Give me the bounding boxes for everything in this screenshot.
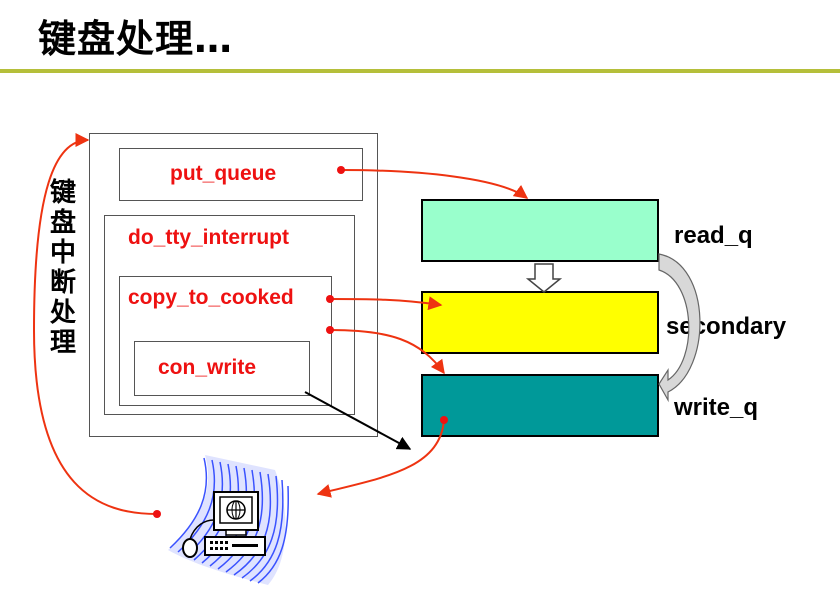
put-queue-dot (337, 166, 345, 174)
copy-to-cooked-box (119, 276, 332, 406)
side-char: 键 (49, 178, 76, 208)
write-q-label: write_q (674, 394, 759, 421)
interrupt-loop-arrow (32, 133, 158, 515)
con-write-to-screen-arrow (304, 391, 412, 450)
interrupt-loop-dot (153, 510, 161, 518)
side-char: 处 (49, 298, 76, 328)
side-char: 理 (49, 328, 76, 358)
do-tty-interrupt-box (104, 215, 355, 415)
title-divider (0, 69, 840, 73)
read-q-to-secondary-arrow (525, 263, 563, 293)
keyboard-interrupt-label: 键 盘 中 断 处 理 (46, 178, 80, 358)
read-q-to-write-q-curved-arrow (658, 253, 701, 403)
write-q-to-computer-arrow (316, 419, 445, 498)
copy-to-cooked-dot-1 (326, 295, 334, 303)
con-write-box (134, 341, 310, 396)
computer-terminal-icon (168, 455, 289, 585)
side-char: 断 (49, 268, 76, 298)
side-char: 中 (49, 238, 76, 268)
copy-to-cooked-label: copy_to_cooked (128, 286, 294, 309)
put-queue-box (119, 148, 363, 201)
put-queue-to-read-q-arrow (340, 169, 529, 199)
write-q-buffer (421, 374, 659, 437)
con-write-label: con_write (158, 356, 257, 379)
read-q-buffer (421, 199, 659, 262)
put-queue-label: put_queue (170, 162, 277, 185)
copy-to-cooked-dot-2 (326, 326, 334, 334)
side-char: 盘 (49, 208, 76, 238)
interrupt-handler-box (89, 133, 378, 437)
write-q-dot (440, 416, 448, 424)
read-q-label: read_q (674, 222, 753, 249)
do-tty-interrupt-label: do_tty_interrupt (128, 226, 290, 249)
secondary-buffer (421, 291, 659, 354)
copy-to-cooked-to-write-q-arrow (329, 329, 445, 375)
secondary-label: secondary (666, 313, 787, 340)
slide-title: 键盘处理… (38, 17, 234, 61)
copy-to-cooked-to-secondary-arrow (329, 296, 443, 311)
